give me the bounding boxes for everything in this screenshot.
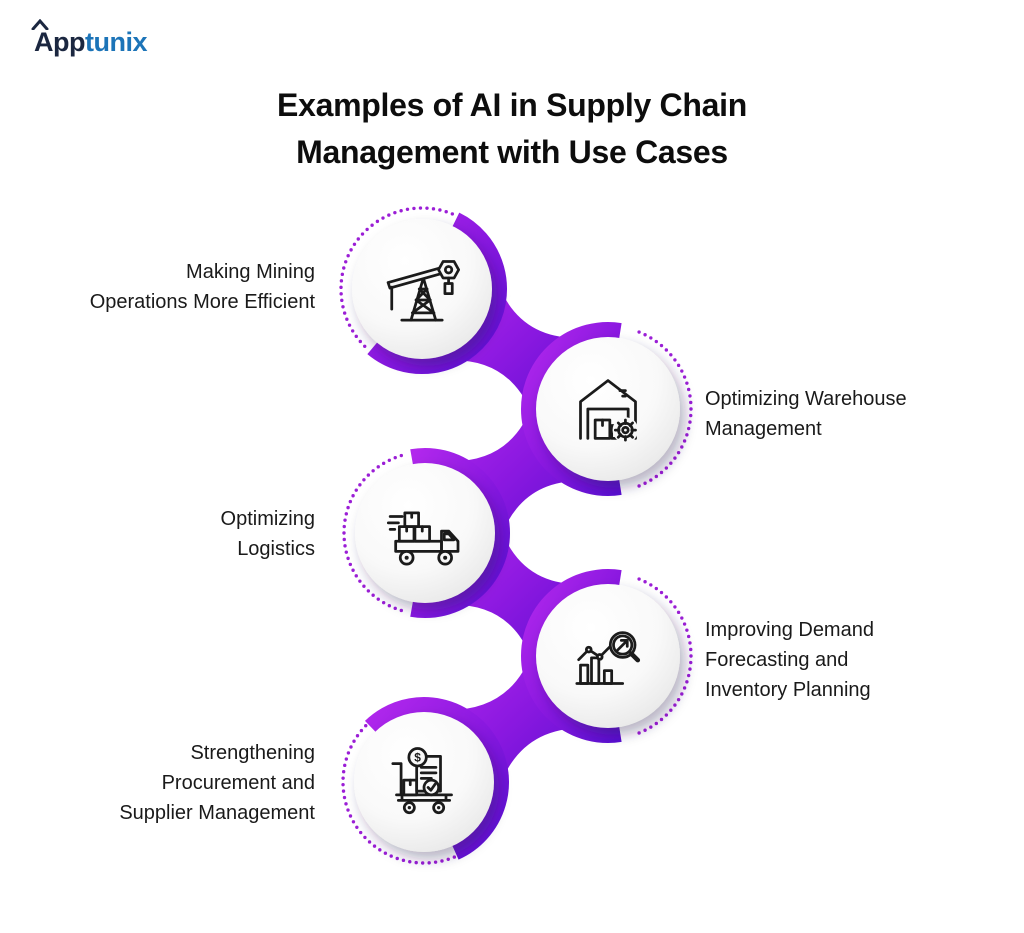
svg-text:$: $ <box>414 750 421 764</box>
logo-text-blue: tunix <box>84 27 148 57</box>
delivery-truck-boxes-icon <box>381 489 469 577</box>
node-label-logistics: Optimizing Logistics <box>220 508 315 560</box>
node-label-forecasting: Improving Demand Forecasting and Invento… <box>705 619 874 701</box>
bar-chart-magnifier-icon <box>564 612 652 700</box>
oil-derrick-mining-icon <box>378 245 466 333</box>
dotted-arcs <box>339 206 693 865</box>
logo-text-dark: App <box>31 19 85 57</box>
node-label-procurement: Strengthening Procurement and Supplier M… <box>119 742 315 824</box>
node-circle-4 <box>536 584 680 728</box>
node-label-warehouse: Optimizing Warehouse Management <box>705 388 907 440</box>
logo-caret-icon <box>31 19 49 30</box>
page-title: Examples of AI in Supply Chain Managemen… <box>277 87 747 170</box>
chain-ring-arcs <box>364 212 622 860</box>
node-circle-3 <box>355 463 495 603</box>
warehouse-gear-icon <box>564 365 652 453</box>
apptunix-logo: Apptunix <box>31 19 148 58</box>
procurement-cart-invoice-icon: $ <box>380 738 468 826</box>
node-label-mining: Making Mining Operations More Efficient <box>89 261 315 313</box>
